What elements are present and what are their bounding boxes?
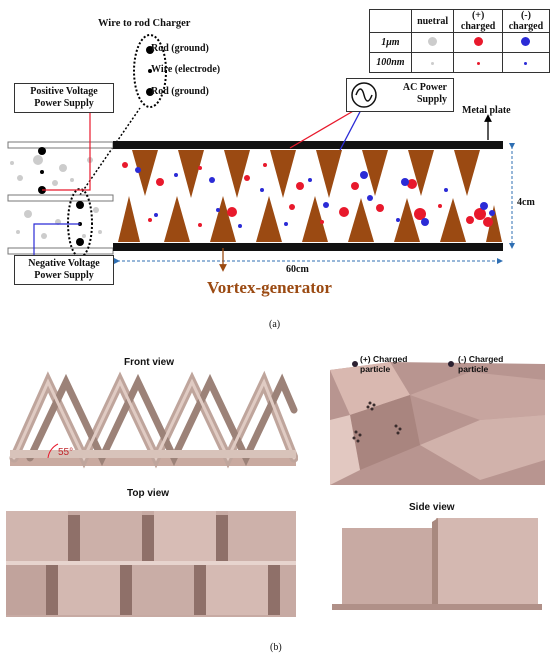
negative-supply-wire bbox=[33, 223, 80, 255]
length-label: 60cm bbox=[286, 264, 309, 275]
side-view-render bbox=[332, 518, 542, 610]
caption-a: (a) bbox=[269, 319, 281, 330]
positive-supply-wire bbox=[42, 109, 91, 191]
bottom-vortex-generators bbox=[118, 196, 502, 242]
ac-positive-wire bbox=[289, 109, 356, 149]
top-view-render bbox=[6, 511, 296, 617]
negative-power-supply-box: Negative Voltage Power Supply bbox=[14, 255, 114, 285]
charger-ellipse-icon bbox=[133, 34, 167, 108]
side-view-title: Side view bbox=[409, 502, 455, 513]
positive-small-dot-icon bbox=[476, 62, 480, 65]
legend-header-row: nuetral (+) charged (-) charged bbox=[369, 9, 550, 33]
ac-source-icon bbox=[351, 82, 377, 108]
top-view-title: Top view bbox=[127, 488, 170, 499]
positive-power-supply-label: Positive Voltage Power Supply bbox=[30, 86, 98, 109]
positive-particle-label: (+) Charged particle bbox=[360, 354, 408, 374]
neutral-particles bbox=[10, 155, 102, 239]
top-metal-plate bbox=[113, 141, 503, 149]
negative-power-supply-label: Negative Voltage Power Supply bbox=[28, 258, 100, 281]
height-label: 4cm bbox=[517, 197, 535, 208]
perspective-view-render bbox=[330, 360, 545, 485]
ac-power-supply-label: AC Power Supply bbox=[402, 82, 447, 105]
neutral-small-dot-icon bbox=[431, 62, 435, 65]
negative-particle-label: (-) Charged particle bbox=[458, 354, 504, 374]
negative-particles bbox=[135, 167, 495, 228]
negative-charger-ellipse bbox=[67, 188, 93, 258]
positive-particles bbox=[122, 162, 493, 227]
neutral-dot-icon bbox=[428, 36, 438, 46]
rod-top-label: Rod (ground) bbox=[151, 43, 209, 54]
bottom-metal-plate bbox=[113, 243, 503, 251]
top-vortex-generators bbox=[132, 150, 480, 198]
charger-title: Wire to rod Charger bbox=[98, 18, 191, 29]
angle-label: 55° bbox=[58, 447, 74, 458]
front-view-render bbox=[9, 370, 298, 469]
wire-label: Wire (electrode) bbox=[151, 64, 221, 75]
caption-b: (b) bbox=[270, 642, 282, 653]
charger-leader-line bbox=[79, 107, 141, 196]
legend-header-empty bbox=[369, 9, 412, 33]
vortex-generator-label: Vortex-generator bbox=[207, 278, 332, 297]
channel-schematic bbox=[7, 107, 515, 272]
positive-power-supply-box: Positive Voltage Power Supply bbox=[14, 83, 114, 113]
particle-legend-table: nuetral (+) charged (-) charged 1μm 100n… bbox=[369, 9, 550, 73]
negative-dot-icon bbox=[521, 36, 531, 46]
rod-bottom-label: Rod (ground) bbox=[151, 86, 209, 97]
legend-negative-small bbox=[501, 52, 550, 73]
metal-plate-label: Metal plate bbox=[462, 105, 511, 116]
legend-row: 100nm bbox=[369, 52, 550, 73]
positive-dot-icon bbox=[473, 36, 483, 46]
negative-small-dot-icon bbox=[524, 62, 528, 65]
ac-negative-wire bbox=[339, 107, 363, 151]
legend-header-neutral: nuetral bbox=[410, 9, 455, 33]
legend-size-100nm: 100nm bbox=[369, 52, 412, 73]
front-view-title: Front view bbox=[124, 357, 175, 368]
